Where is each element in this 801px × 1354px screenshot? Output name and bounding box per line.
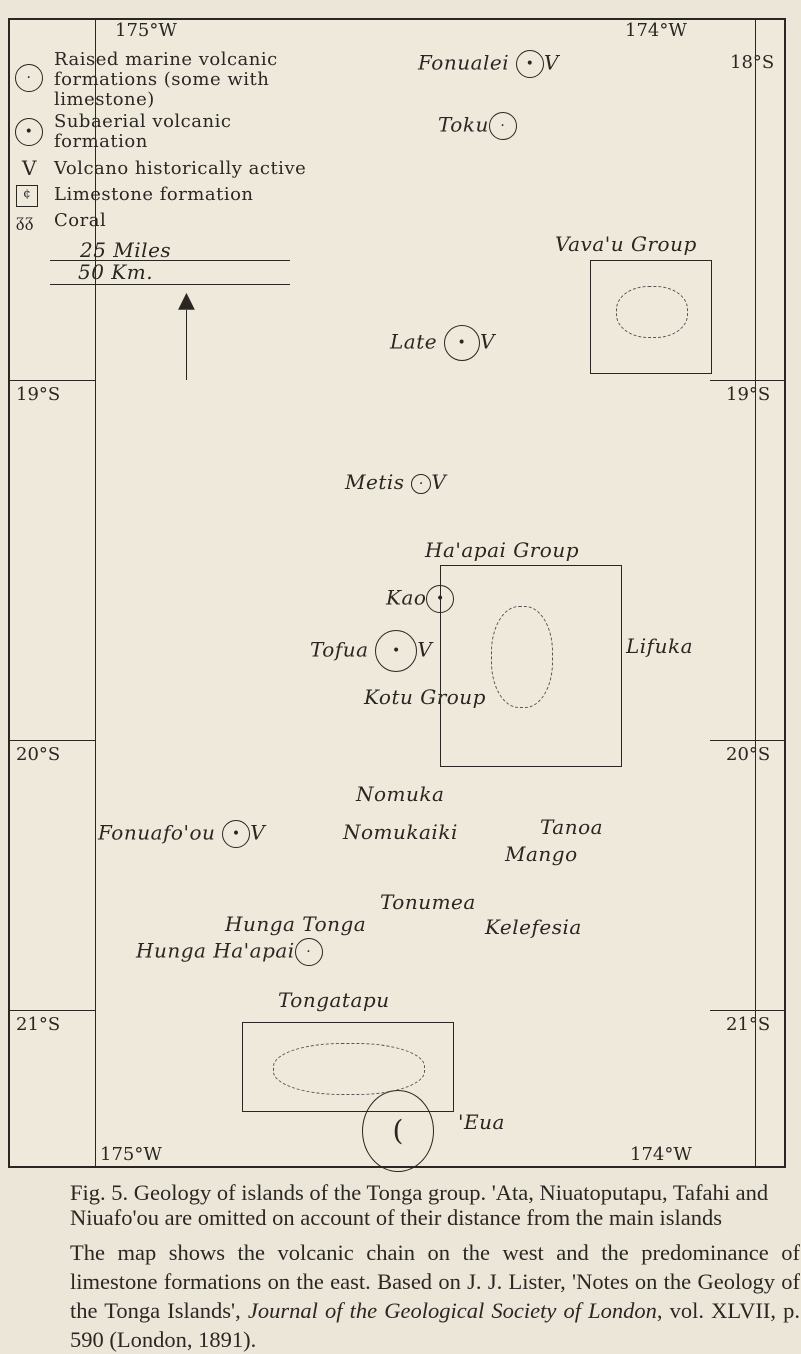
label-nomukaiki: Nomukaiki bbox=[343, 820, 458, 844]
eua-island: ( bbox=[362, 1090, 434, 1172]
figure-number: Fig. 5. bbox=[70, 1180, 129, 1205]
label-lifuka: Lifuka bbox=[626, 634, 694, 658]
lat-20s-right: 20°S bbox=[726, 744, 771, 765]
parallel-19s-left bbox=[10, 380, 95, 381]
legend-subaerial: Subaerial volcanic formation bbox=[54, 111, 232, 152]
meridian-175w bbox=[95, 20, 96, 1168]
lon-bottom-left: 175°W bbox=[100, 1144, 162, 1165]
tongatapu-island bbox=[273, 1043, 425, 1095]
caption-text: Geology of islands of the Tonga group. '… bbox=[70, 1180, 769, 1230]
label-tongatapu: Tongatapu bbox=[278, 988, 390, 1012]
label-kelefesia: Kelefesia bbox=[485, 915, 582, 939]
label-tofua: Tofua •V bbox=[310, 630, 432, 672]
label-toku: Toku· bbox=[438, 112, 517, 140]
label-kao: Kao• bbox=[386, 585, 455, 613]
label-mango: Mango bbox=[505, 842, 578, 866]
north-arrow-icon: ▲ bbox=[178, 288, 195, 313]
journal-title: Journal of the Geological Society of Lon… bbox=[247, 1298, 657, 1323]
limestone-box-icon: ¢ bbox=[16, 185, 38, 207]
label-nomuka: Nomuka bbox=[356, 782, 445, 806]
body-text-1: The map shows the volcanic chain on the … bbox=[70, 1240, 800, 1323]
label-tonumea: Tonumea bbox=[380, 890, 476, 914]
coral-icon: ᵹᵹ bbox=[16, 210, 34, 231]
figure-caption: Fig. 5. Geology of islands of the Tonga … bbox=[70, 1180, 800, 1230]
scale-km: 50 Km. bbox=[78, 260, 154, 284]
scale-miles: 25 Miles bbox=[80, 238, 172, 262]
label-hunga-tonga: Hunga Tonga bbox=[225, 912, 367, 936]
scale-bar-miles bbox=[50, 260, 290, 261]
label-late: Late •V bbox=[390, 325, 495, 361]
label-fonuafoou: Fonuafo'ou •V bbox=[98, 820, 265, 848]
label-haapai-group: Ha'apai Group bbox=[425, 538, 580, 562]
volcano-v-icon: V bbox=[22, 156, 37, 180]
haapai-inset bbox=[440, 565, 622, 767]
lon-top-left: 175°W bbox=[115, 20, 177, 41]
legend-volcano: Volcano historically active bbox=[54, 158, 307, 179]
body-paragraph: The map shows the volcanic chain on the … bbox=[70, 1238, 800, 1354]
label-fonualei: Fonualei •V bbox=[418, 50, 559, 78]
legend-coral: Coral bbox=[54, 210, 107, 231]
vavau-inset bbox=[590, 260, 712, 374]
circle-dot-icon: • bbox=[15, 118, 43, 146]
north-arrow-line bbox=[186, 310, 187, 380]
label-eua: 'Eua bbox=[458, 1110, 505, 1134]
label-vavau-group: Vava'u Group bbox=[555, 232, 697, 256]
circle-dots-icon: · bbox=[15, 64, 43, 92]
lifuka-island bbox=[491, 606, 553, 708]
tongatapu-inset bbox=[242, 1022, 454, 1112]
scale-bar-km bbox=[50, 284, 290, 285]
vavau-island bbox=[616, 286, 688, 338]
lat-21s-right: 21°S bbox=[726, 1014, 771, 1035]
label-hunga-haapai: Hunga Ha'apai· bbox=[136, 938, 323, 966]
label-kotu-group: Kotu Group bbox=[364, 685, 486, 709]
parallel-20s-left bbox=[10, 740, 95, 741]
lat-20s-left: 20°S bbox=[16, 744, 61, 765]
lat-19s-left: 19°S bbox=[16, 384, 61, 405]
geology-map: 175°W 174°W 175°W 174°W 18°S 19°S 19°S 2… bbox=[8, 18, 786, 1172]
meridian-174w bbox=[755, 20, 756, 1168]
parallel-21s-left bbox=[10, 1010, 95, 1011]
parallel-21s-right bbox=[710, 1010, 786, 1011]
lon-top-right: 174°W bbox=[625, 20, 687, 41]
lat-18s: 18°S bbox=[730, 52, 775, 73]
parallel-20s-right bbox=[710, 740, 786, 741]
lat-19s-right: 19°S bbox=[726, 384, 771, 405]
label-tanoa: Tanoa bbox=[540, 815, 604, 839]
lon-bottom-right: 174°W bbox=[630, 1144, 692, 1165]
legend-limestone: Limestone formation bbox=[54, 184, 254, 205]
legend-raised-marine: Raised marine volcanic formations (some … bbox=[54, 49, 278, 110]
parallel-19s-right bbox=[710, 380, 786, 381]
lat-21s-left: 21°S bbox=[16, 1014, 61, 1035]
label-metis: Metis ·V bbox=[345, 470, 447, 494]
